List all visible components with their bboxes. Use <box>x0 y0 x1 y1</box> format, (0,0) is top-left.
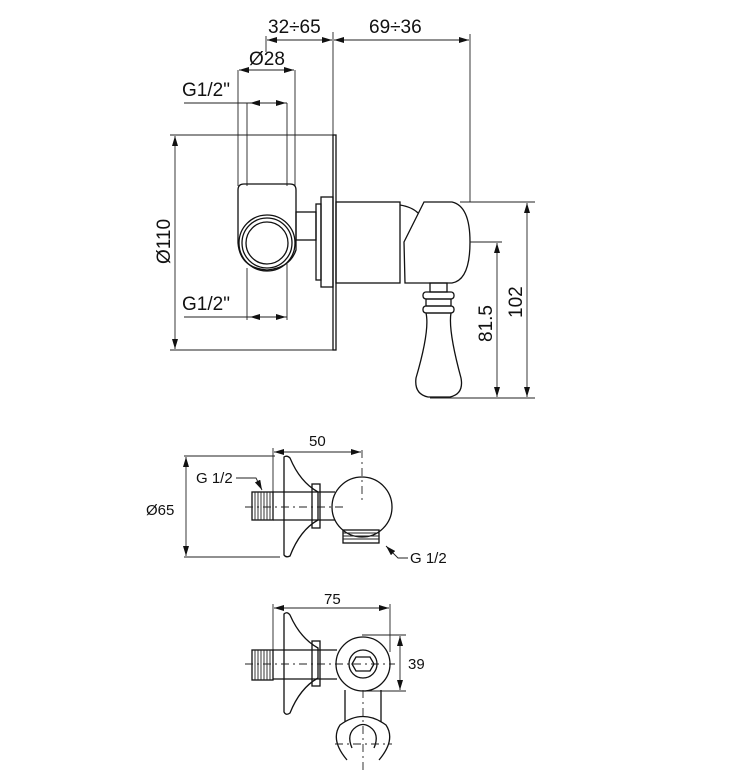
label-39: 39 <box>408 656 425 673</box>
label-32-65: 32÷65 <box>268 17 321 38</box>
front-wall-flange <box>283 612 319 715</box>
hex-socket-icon <box>351 656 375 672</box>
outlet-flange-ring <box>311 483 321 529</box>
outlet-thread <box>342 529 380 544</box>
shower-holder-bracket <box>335 690 392 774</box>
label-50: 50 <box>309 433 326 450</box>
dimension-32-65: 32÷65 <box>265 17 332 52</box>
dimension-thread-bottom: G1/2" <box>182 264 288 320</box>
outlet-body-circle <box>335 636 391 692</box>
dimension-81-5: 81.5 <box>470 241 502 397</box>
inlet-thread <box>251 491 274 521</box>
label-thread-outlet: G 1/2 <box>410 550 447 567</box>
outlet-ball <box>331 476 393 538</box>
label-d110: Ø110 <box>154 219 175 264</box>
dimension-75: 75 <box>272 591 391 652</box>
dimension-d65: Ø65 <box>146 455 280 558</box>
front-inlet-thread <box>251 649 274 681</box>
inlet-pipes <box>237 70 296 186</box>
dimension-50: 50 <box>272 433 361 492</box>
dimension-39: 39 <box>362 634 425 692</box>
outlet-front-view: 75 39 <box>245 591 425 774</box>
mixer-handle <box>335 201 471 398</box>
label-d65: Ø65 <box>146 502 174 519</box>
dimension-102: 102 <box>430 201 535 399</box>
callout-thread-outlet: G 1/2 <box>385 545 447 567</box>
dimension-69-36: 69÷36 <box>332 17 471 202</box>
label-102: 102 <box>506 286 527 318</box>
label-69-36: 69÷36 <box>369 17 422 38</box>
label-75: 75 <box>324 591 341 608</box>
label-d28: Ø28 <box>249 49 285 70</box>
label-thread-bottom: G1/2" <box>182 294 230 315</box>
valve-body <box>237 183 334 288</box>
outlet-wall-flange <box>283 455 319 558</box>
dimension-d28: Ø28 <box>239 49 294 73</box>
label-81-5: 81.5 <box>476 305 497 342</box>
label-thread-top: G1/2" <box>182 80 230 101</box>
callout-thread-inlet: G 1/2 <box>196 470 263 491</box>
outlet-side-view: 50 Ø65 G 1/2 G 1/2 <box>146 433 447 567</box>
label-thread-inlet: G 1/2 <box>196 470 233 487</box>
dimension-d110: Ø110 <box>154 134 333 351</box>
mixer-side-view: 32÷65 69÷36 Ø28 G1/2" Ø110 <box>154 17 535 399</box>
dimension-thread-top: G1/2" <box>182 80 287 106</box>
